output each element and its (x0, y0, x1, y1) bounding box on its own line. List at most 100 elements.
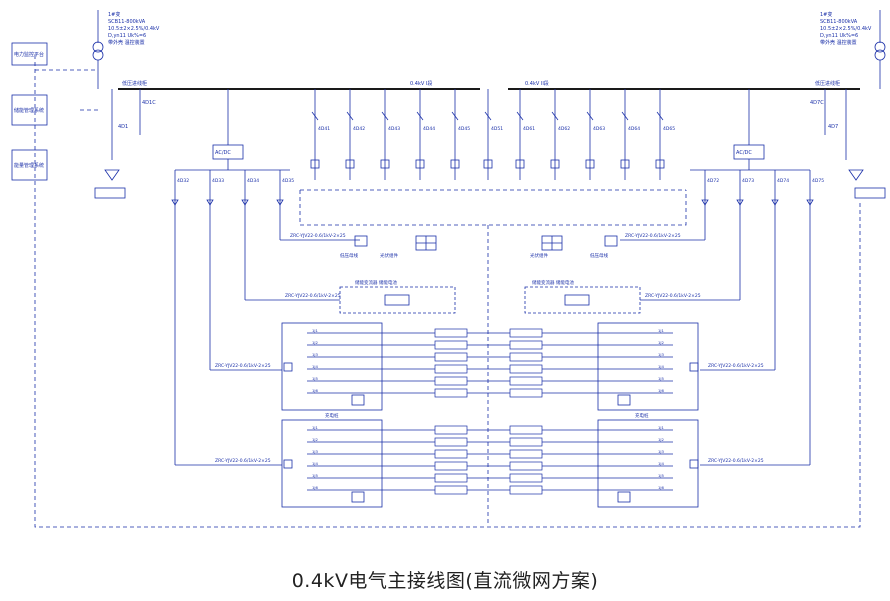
charger-row-label: 1J2 (312, 340, 319, 345)
transformer-left-group: D,yn11 Uk%=6 (108, 33, 146, 39)
bess-left (339, 286, 456, 314)
feeder-4D62: 4D62 (550, 89, 570, 180)
breaker-icon (689, 362, 699, 372)
charger-row-label: 1J5 (658, 473, 665, 478)
arrow-icon (771, 199, 779, 206)
outgoing-label: 4D72 (707, 178, 719, 184)
feeder-4D61: 4D61 (515, 89, 535, 180)
arrow-icon (206, 199, 214, 206)
charger-row-label: 1J3 (312, 449, 319, 454)
charger-row-label: 1J6 (312, 388, 319, 393)
transformer-right-model: SCB11-800kVA (820, 19, 858, 25)
cable-label-charger-right-1: ZRC-YJV22-0.6/1kV-2×25 (708, 363, 764, 369)
charger-row: 1J6 (307, 485, 488, 495)
feeder-label: 4D64 (628, 126, 640, 132)
feeder-label: 4D45 (458, 126, 470, 132)
charger-row-label: 1J1 (658, 425, 665, 430)
cable-label-charger-left-2: ZRC-YJV22-0.6/1kV-2×25 (215, 458, 271, 464)
feeder-4D51: 4D51 (483, 89, 503, 180)
charger-row: 1J3 (488, 449, 673, 459)
converter-right-label: AC/DC (736, 150, 752, 156)
meter-icon (617, 491, 631, 503)
transformer-right-symbol (874, 41, 886, 53)
charger-row-label: 1J4 (312, 461, 319, 466)
cable-label-mid-left: ZRC-YJV22-0.6/1kV-2×25 (285, 293, 341, 299)
charger-row-label: 1J6 (658, 388, 665, 393)
feeder-label: 4D43 (388, 126, 400, 132)
transformer-right-note: 带外壳 温控装置 (820, 39, 857, 46)
charger-row-label: 1J1 (312, 425, 319, 430)
charger-row: 1J3 (307, 352, 488, 362)
transformer-left-model: SCB11-800kVA (108, 19, 146, 25)
charger-row: 1J5 (307, 376, 488, 386)
charger-row: 1J4 (307, 364, 488, 374)
meter-icon (617, 394, 631, 406)
charger-row: 1J1 (307, 425, 488, 435)
arrow-icon (171, 199, 179, 206)
outgoing-label: 4D32 (177, 178, 189, 184)
outgoing-label: 4D33 (212, 178, 224, 184)
charger-row: 1J2 (307, 340, 488, 350)
feeder-label: 4D63 (593, 126, 605, 132)
charger-row: 1J3 (307, 449, 488, 459)
incomer-left-sub: 4D1C (142, 100, 156, 106)
charger-row: 1J2 (307, 437, 488, 447)
feeder-4D45: 4D45 (450, 89, 470, 180)
meter-icon (351, 491, 365, 503)
charger-block-right-1 (597, 322, 699, 411)
breaker-icon (689, 459, 699, 469)
outgoing-label: 4D73 (742, 178, 754, 184)
charger-row: 1J2 (488, 437, 673, 447)
outgoing-label: 4D35 (282, 178, 294, 184)
charger-row-label: 1J5 (312, 473, 319, 478)
charger-row-label: 1J2 (312, 437, 319, 442)
feeder-4D42: 4D42 (345, 89, 365, 180)
charger-row-label: 1J4 (658, 461, 665, 466)
transformer-right-ratio: 10.5±2×2.5%/0.4kV (820, 26, 872, 32)
charger-row-label: 1J5 (658, 376, 665, 381)
charger-row-label: 1J6 (312, 485, 319, 490)
charger-row: 1J4 (488, 364, 673, 374)
feeder-label: 4D51 (491, 126, 503, 132)
feeder-label: 4D41 (318, 126, 330, 132)
cable-label-top-right: ZRC-YJV22-0.6/1kV-2×25 (625, 233, 681, 239)
charger-row-label: 1J1 (312, 328, 319, 333)
cable-label-charger-left-1: ZRC-YJV22-0.6/1kV-2×25 (215, 363, 271, 369)
charger-row-label: 1J5 (312, 376, 319, 381)
arrow-icon (736, 199, 744, 206)
transformer-left-note: 带外壳 温控装置 (108, 39, 145, 46)
charger-row-label: 1J2 (658, 340, 665, 345)
charger-row: 1J1 (488, 425, 673, 435)
transformer-right-name: 1#变 (820, 11, 832, 18)
outgoing-label: 4D75 (812, 178, 824, 184)
charger-block-right-2 (597, 419, 699, 508)
feeder-label: 4D61 (523, 126, 535, 132)
charger-row-label: 1J3 (658, 449, 665, 454)
charger-row-label: 1J6 (658, 485, 665, 490)
charger-block-left-1 (281, 322, 383, 411)
cable-label-mid-right: ZRC-YJV22-0.6/1kV-2×25 (645, 293, 701, 299)
charger-row: 1J5 (488, 376, 673, 386)
charger-row-label: 1J3 (312, 352, 319, 357)
es-right-label: 低压母线 (590, 252, 608, 259)
charger-row: 1J1 (307, 328, 488, 338)
feeder-label: 4D44 (423, 126, 435, 132)
incomer-left: 4D1 (118, 124, 128, 130)
comm-loop-left (34, 55, 861, 528)
feeder-4D43: 4D43 (380, 89, 400, 180)
bess-right-label: 储能变流器 储能电池 (532, 279, 574, 286)
arrow-icon (276, 199, 284, 206)
charger-row-label: 1J2 (658, 437, 665, 442)
diagram-caption: 0.4kV电气主接线图(直流微网方案) (291, 570, 599, 592)
breaker-icon (283, 459, 293, 469)
bess-right (524, 286, 641, 314)
pv-left-label: 光伏组件 (380, 252, 398, 259)
bus-tag-left: 低压进线柜 (122, 80, 147, 87)
charger-row-label: 1J1 (658, 328, 665, 333)
charger-row: 1J5 (488, 473, 673, 483)
es-left-label: 低压母线 (340, 252, 358, 259)
bess-left-label: 储能变流器 储能电池 (355, 279, 397, 286)
charger-row-label: 1J4 (658, 364, 665, 369)
pv-right-label: 光伏组件 (530, 252, 548, 259)
